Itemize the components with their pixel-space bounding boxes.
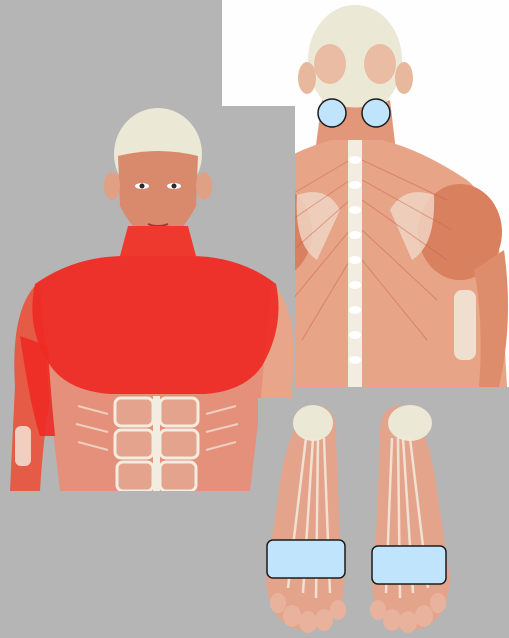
soles-view-panel — [258, 398, 458, 638]
sole-marker-left[interactable] — [267, 540, 345, 578]
linea-alba — [153, 396, 160, 491]
ear-right — [196, 172, 212, 200]
back-ear-left — [298, 62, 316, 94]
ear-left — [104, 172, 120, 200]
vertebrae — [349, 156, 361, 364]
heel-left — [293, 405, 333, 441]
elbow-tendon-right — [454, 290, 476, 360]
front-view-panel — [0, 106, 295, 491]
soles-anatomy-illustration — [258, 398, 458, 638]
occipital-muscle-left — [314, 44, 346, 84]
highlighted-chest-region — [32, 256, 278, 394]
front-anatomy-illustration — [0, 106, 295, 491]
neck-marker-left[interactable] — [318, 99, 346, 127]
wrist-tendon-left — [15, 426, 31, 466]
neck-marker-right[interactable] — [362, 99, 390, 127]
heel-right — [388, 405, 432, 441]
back-ear-right — [395, 62, 413, 94]
occipital-muscle-right — [364, 44, 396, 84]
sole-marker-right[interactable] — [372, 546, 446, 584]
